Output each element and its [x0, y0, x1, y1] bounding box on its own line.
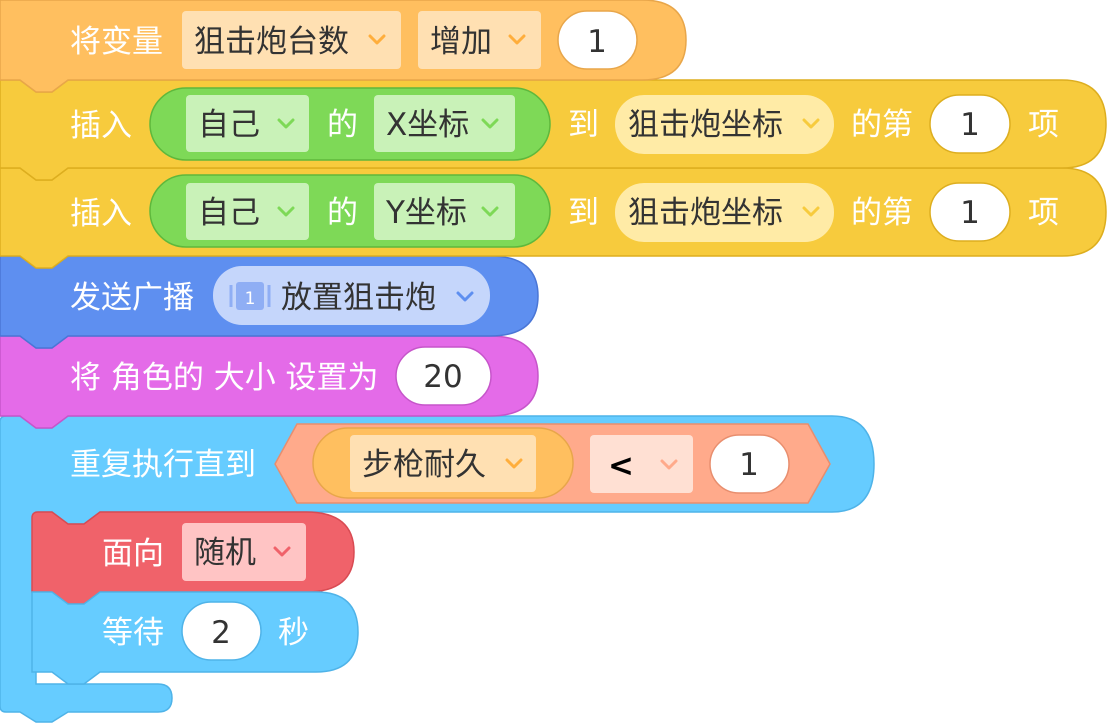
- message-dropdown[interactable]: [213, 266, 490, 325]
- insert-x-label: 插入: [70, 108, 132, 144]
- operator-value: <: [608, 448, 634, 484]
- broadcast-block[interactable]: 发送广播 1 放置狙击炮: [0, 255, 539, 349]
- chevron-down-icon: [273, 546, 291, 557]
- message-value: 放置狙击炮: [281, 280, 436, 316]
- operation-dropdown[interactable]: [418, 11, 541, 69]
- of-label: 的: [327, 195, 358, 231]
- index-label: 的第: [851, 107, 913, 143]
- property-dropdown[interactable]: [374, 183, 515, 240]
- to-label: 到: [568, 107, 599, 143]
- operator-dropdown[interactable]: [590, 435, 693, 493]
- sprite-dropdown[interactable]: [186, 95, 309, 152]
- to-label: 到: [568, 195, 599, 231]
- chevron-down-icon: [481, 206, 499, 217]
- insert-y-block[interactable]: 插入 自己 的 Y坐标 到 狙击炮坐标 的第 1 项: [0, 167, 1107, 269]
- change-variable-block[interactable]: 将变量 狙击炮台数 增加 1: [0, 0, 687, 93]
- list-value: 狙击炮坐标: [628, 195, 783, 231]
- chevron-down-icon: [505, 458, 523, 469]
- change-variable-label: 将变量: [70, 24, 163, 60]
- variable-dropdown[interactable]: [182, 11, 401, 69]
- chevron-down-icon: [456, 291, 474, 302]
- index-value: 1: [960, 107, 980, 143]
- index-value: 1: [960, 195, 980, 231]
- amount-value: 1: [587, 24, 607, 60]
- chevron-down-icon: [802, 206, 820, 217]
- index-label: 的第: [851, 195, 913, 231]
- property-dropdown[interactable]: [374, 95, 515, 152]
- chevron-down-icon: [802, 118, 820, 129]
- insert-x-block[interactable]: 插入 自己 的 X坐标 到 狙击炮坐标 的第 1 项: [0, 79, 1107, 181]
- set-size-label: 将 角色的 大小 设置为: [70, 360, 379, 396]
- list-value: 狙击炮坐标: [628, 107, 783, 143]
- turn-to-label: 面向: [102, 536, 164, 572]
- operation-value: 增加: [430, 24, 492, 60]
- sprite-value: 自己: [198, 107, 260, 143]
- wait-label: 等待: [102, 615, 164, 651]
- of-label: 的: [327, 107, 358, 143]
- message-icon-number: 1: [245, 289, 256, 309]
- direction-dropdown[interactable]: [182, 523, 306, 581]
- list-dropdown[interactable]: [615, 95, 834, 154]
- compare-value: 1: [739, 447, 759, 483]
- chevron-down-icon: [660, 459, 678, 470]
- index-input[interactable]: [929, 182, 1011, 242]
- repeat-until-block[interactable]: 重复执行直到 步枪耐久 < 1: [0, 415, 875, 723]
- wait-seconds-value: 2: [211, 615, 231, 651]
- variable-value: 狙击炮台数: [194, 24, 349, 60]
- item-suffix-label: 项: [1028, 195, 1059, 231]
- repeat-until-label: 重复执行直到: [70, 447, 256, 483]
- chevron-down-icon: [481, 118, 499, 129]
- chevron-down-icon: [277, 118, 295, 129]
- chevron-down-icon: [277, 206, 295, 217]
- size-value: 20: [423, 359, 462, 395]
- amount-input[interactable]: [557, 10, 638, 70]
- set-size-block[interactable]: 将 角色的 大小 设置为 20: [0, 335, 539, 429]
- item-suffix-label: 项: [1028, 107, 1059, 143]
- turn-to-block[interactable]: 面向 随机: [31, 511, 355, 605]
- broadcast-label: 发送广播: [70, 280, 194, 316]
- wait-seconds-input[interactable]: [181, 601, 262, 661]
- direction-value: 随机: [194, 535, 256, 571]
- insert-y-label: 插入: [70, 196, 132, 232]
- chevron-down-icon: [368, 34, 386, 45]
- chevron-down-icon: [508, 34, 526, 45]
- sprite-dropdown[interactable]: [186, 183, 309, 240]
- size-value-input[interactable]: [395, 346, 492, 406]
- variable-dropdown[interactable]: [350, 435, 536, 492]
- message-icon: 1: [229, 282, 271, 310]
- property-value: Y坐标: [385, 195, 467, 231]
- wait-block[interactable]: 等待 2 秒: [31, 591, 359, 685]
- index-input[interactable]: [929, 94, 1011, 154]
- compare-value-input[interactable]: [709, 434, 790, 494]
- list-dropdown[interactable]: [615, 183, 834, 242]
- wait-unit-label: 秒: [278, 615, 309, 651]
- sprite-value: 自己: [198, 195, 260, 231]
- property-value: X坐标: [386, 107, 469, 143]
- variable-dropdown-value: 步枪耐久: [362, 447, 486, 483]
